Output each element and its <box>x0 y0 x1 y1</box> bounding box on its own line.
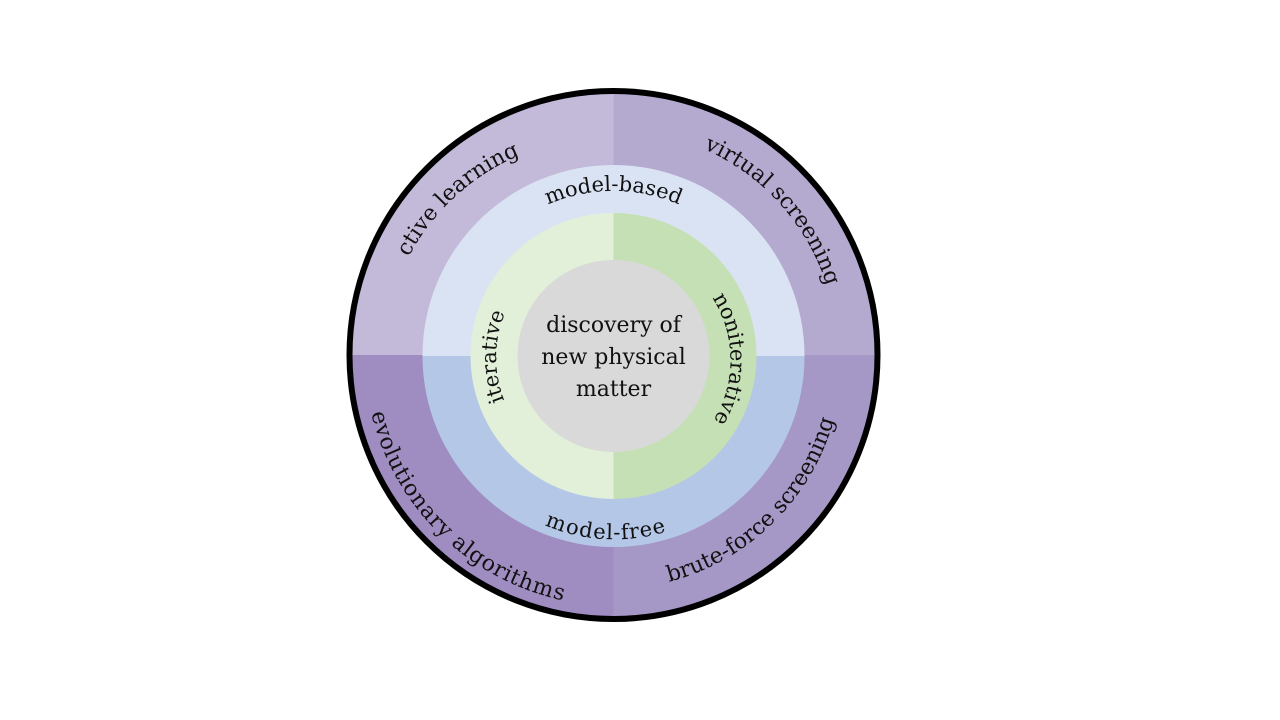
center-label-line-2: new physical <box>541 345 686 370</box>
outer-border <box>346 88 881 622</box>
center-label-line-1: discovery of <box>546 313 683 338</box>
center-circle <box>517 260 710 452</box>
center-label-line-3: matter <box>576 377 652 402</box>
